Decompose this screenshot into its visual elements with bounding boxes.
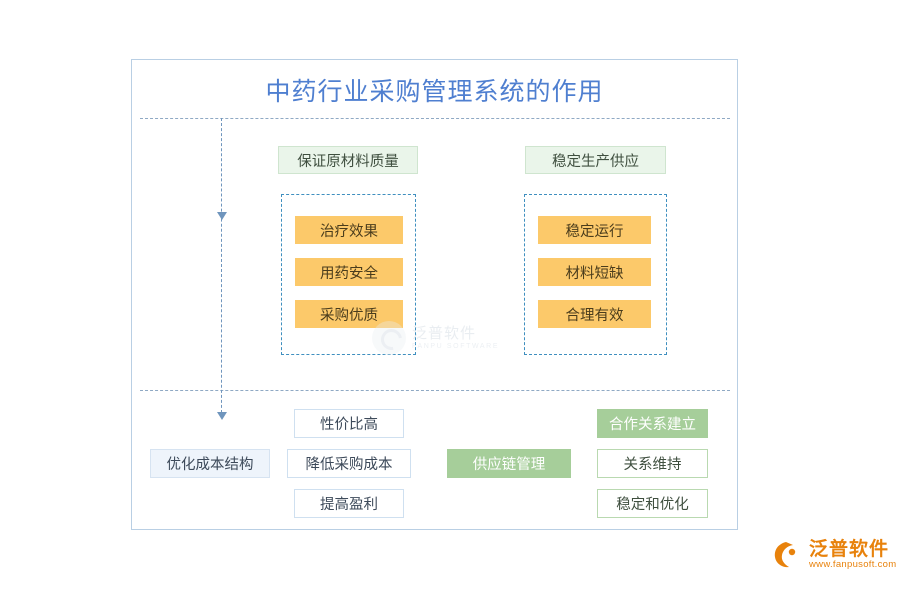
node-cost-item-3[interactable]: 提高盈利 — [294, 489, 404, 518]
node-chain-item-3[interactable]: 稳定和优化 — [597, 489, 708, 518]
node-supply-item-3[interactable]: 合理有效 — [538, 300, 651, 328]
node-chain-item-1[interactable]: 合作关系建立 — [597, 409, 708, 438]
node-chain-item-2[interactable]: 关系维持 — [597, 449, 708, 478]
node-supply-item-2[interactable]: 材料短缺 — [538, 258, 651, 286]
brand-mark-icon — [772, 540, 802, 570]
divider-bottom — [140, 390, 730, 391]
node-quality-header[interactable]: 保证原材料质量 — [278, 146, 418, 174]
group-quality — [281, 194, 416, 355]
node-chain-header[interactable]: 供应链管理 — [447, 449, 571, 478]
flow-spine — [221, 118, 222, 418]
brand-name: 泛普软件 — [809, 538, 890, 560]
node-supply-item-1[interactable]: 稳定运行 — [538, 216, 651, 244]
node-quality-item-1[interactable]: 治疗效果 — [295, 216, 403, 244]
page-title: 中药行业采购管理系统的作用 — [265, 77, 604, 106]
brand-url: www.fanpusoft.com — [809, 558, 897, 570]
arrow-down-icon — [217, 212, 227, 220]
brand-text: 泛普软件 www.fanpusoft.com — [809, 539, 896, 570]
node-quality-item-3[interactable]: 采购优质 — [295, 300, 403, 328]
node-cost-item-1[interactable]: 性价比高 — [294, 409, 404, 438]
node-cost-item-2[interactable]: 降低采购成本 — [287, 449, 411, 478]
divider-top — [140, 118, 730, 119]
node-quality-item-2[interactable]: 用药安全 — [295, 258, 403, 286]
brand-logo: 泛普软件 www.fanpusoft.com — [772, 539, 896, 570]
node-cost-header[interactable]: 优化成本结构 — [150, 449, 270, 478]
node-supply-header[interactable]: 稳定生产供应 — [525, 146, 666, 174]
arrow-down-icon — [217, 412, 227, 420]
group-supply — [524, 194, 667, 355]
